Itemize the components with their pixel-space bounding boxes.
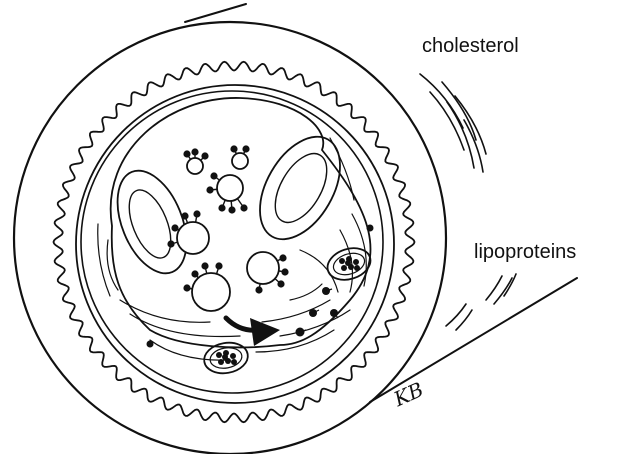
granule xyxy=(345,260,351,266)
red-blood-cell xyxy=(243,123,356,253)
artist-signature: KB xyxy=(389,377,427,411)
granule xyxy=(341,265,347,271)
label-cholesterol: cholesterol xyxy=(422,35,519,58)
granule xyxy=(354,265,360,271)
lipoprotein xyxy=(247,252,289,294)
plaque-deposit xyxy=(98,98,371,360)
granule xyxy=(218,359,224,365)
lipoprotein xyxy=(183,262,230,311)
lipoprotein xyxy=(183,148,208,174)
lipoprotein xyxy=(230,145,249,169)
wall-hatching xyxy=(420,74,516,330)
artery-top-edge xyxy=(185,4,246,22)
lipoprotein-particles xyxy=(167,145,288,311)
red-blood-cell xyxy=(104,161,200,284)
granule xyxy=(230,353,236,359)
lipoprotein xyxy=(167,210,209,254)
label-lipoproteins: lipoproteins xyxy=(474,241,576,264)
granule xyxy=(231,359,237,365)
svg-text:KB: KB xyxy=(389,377,427,411)
blood-flow-arrow xyxy=(226,318,280,346)
artery-outer-wall xyxy=(14,22,446,454)
lipoprotein xyxy=(206,172,247,213)
granule xyxy=(339,258,345,264)
artery-tube xyxy=(14,4,577,454)
granule xyxy=(353,259,359,265)
granule xyxy=(222,354,228,360)
white-blood-cell xyxy=(323,243,374,285)
white-blood-cell xyxy=(202,339,251,376)
granule xyxy=(216,352,222,358)
